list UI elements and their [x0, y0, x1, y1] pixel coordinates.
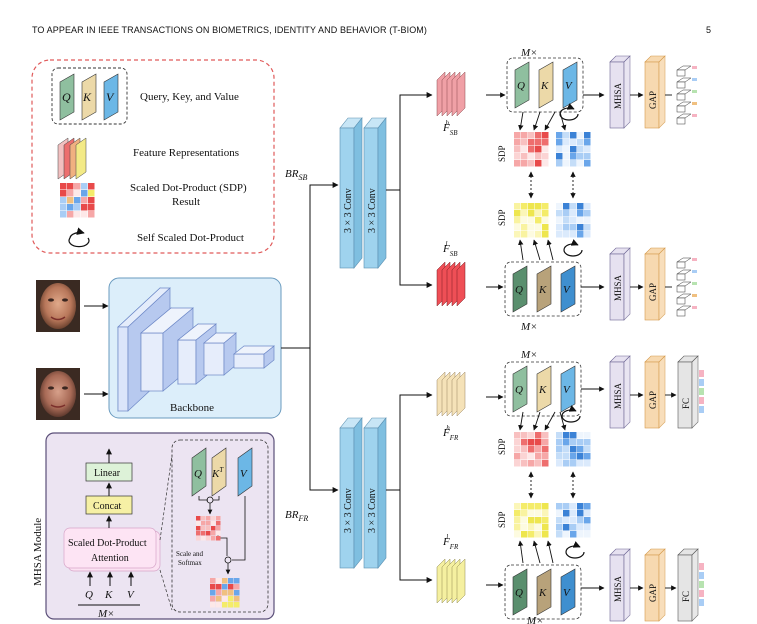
repeat-label-fr-h: M× [520, 349, 538, 361]
legend-sdp-grid-icon [60, 183, 95, 218]
mhsa-module-box: MHSA Module Linear Concat Scaled Dot-Pro… [32, 432, 275, 620]
svg-text:MHSA: MHSA [613, 82, 623, 109]
legend-k-tile: K [81, 73, 97, 121]
mhsa-module-title: MHSA Module [32, 518, 44, 586]
svg-text:V: V [240, 468, 248, 480]
feature-stack-sb-high [436, 71, 466, 117]
conv-split-arrows [386, 92, 433, 583]
svg-text:Q: Q [515, 384, 523, 396]
sdp-label-sb-l: SDP [497, 209, 507, 226]
svg-text:FC: FC [681, 398, 691, 409]
legend-qkv-label: Query, Key, and Value [140, 91, 239, 103]
conv-block-sb-2: 3 × 3 Conv [363, 117, 387, 269]
sdp-label-sb-h: SDP [497, 145, 507, 162]
journal-header-title: TO APPEAR IN IEEE TRANSACTIONS ON BIOMET… [32, 25, 427, 35]
legend-sdp-label-2: Result [172, 196, 200, 208]
inner-sdp-grid-2 [210, 578, 240, 608]
feature-stack-fr-high [436, 371, 466, 417]
svg-text:V: V [127, 589, 135, 601]
backbone-label: Backbone [170, 402, 214, 414]
f-fr-l-label: FFRl [442, 533, 459, 551]
page-header: TO APPEAR IN IEEE TRANSACTIONS ON BIOMET… [0, 0, 757, 40]
svg-text:Scale and: Scale and [176, 550, 204, 558]
page-number: 5 [706, 25, 712, 35]
legend-sdp-label-1: Scaled Dot-Product (SDP) [130, 182, 247, 194]
svg-text:V: V [565, 80, 573, 92]
svg-text:3 × 3 Conv: 3 × 3 Conv [343, 188, 354, 233]
f-sb-l-label: FSBl [442, 240, 458, 258]
svg-text:Concat: Concat [93, 501, 122, 512]
svg-text:K: K [538, 587, 547, 599]
svg-text:Scaled Dot-Product: Scaled Dot-Product [68, 538, 147, 549]
br-sb-label: BRSB [285, 168, 307, 182]
f-sb-h-label: FSBh [442, 119, 458, 137]
legend-feature-label: Feature Representations [133, 147, 239, 159]
conv-block-fr-1: 3 × 3 Conv [339, 417, 363, 569]
svg-text:V: V [563, 284, 571, 296]
svg-text:3 × 3 Conv: 3 × 3 Conv [367, 188, 378, 233]
svg-text:3 × 3 Conv: 3 × 3 Conv [367, 488, 378, 533]
sdp-label-fr-h: SDP [497, 438, 507, 455]
svg-text:V: V [106, 90, 115, 104]
svg-text:GAP: GAP [648, 91, 658, 109]
legend-q-tile: Q [59, 73, 75, 121]
svg-text:GAP: GAP [648, 391, 658, 409]
svg-text:MHSA: MHSA [613, 274, 623, 301]
svg-text:Attention: Attention [91, 553, 129, 564]
svg-text:FC: FC [681, 591, 691, 602]
svg-text:Q: Q [194, 468, 202, 480]
svg-text:V: V [563, 384, 571, 396]
svg-text:GAP: GAP [648, 584, 658, 602]
svg-text:MHSA: MHSA [613, 575, 623, 602]
svg-text:M×: M× [97, 608, 115, 620]
svg-text:K: K [540, 80, 549, 92]
inner-sdp-grid-1 [196, 516, 221, 541]
repeat-label-sb-l: M× [520, 321, 538, 333]
br-fr-label: BRFR [285, 509, 308, 523]
repeat-label-sb-h: M× [520, 47, 538, 59]
svg-text:3 × 3 Conv: 3 × 3 Conv [343, 488, 354, 533]
f-fr-h-label: FFRh [442, 424, 459, 442]
svg-text:Softmax: Softmax [178, 559, 202, 567]
svg-text:V: V [563, 587, 571, 599]
conv-block-sb-1: 3 × 3 Conv [339, 117, 363, 269]
svg-text:Q: Q [517, 80, 525, 92]
backbone-branch-arrows [281, 182, 339, 493]
sdp-attention-block [63, 527, 157, 569]
feature-stack-sb-low [436, 261, 466, 307]
svg-text:GAP: GAP [648, 283, 658, 301]
sdp-result-grids [486, 92, 605, 591]
face-image-1 [36, 280, 80, 332]
legend-box: Q K V Query, Key, and Value Feature Repr… [31, 59, 275, 254]
svg-text:K: K [82, 90, 92, 104]
svg-text:Q: Q [62, 90, 71, 104]
face-image-2 [36, 368, 80, 420]
svg-text:KT: KT [211, 466, 224, 480]
conv-block-fr-2: 3 × 3 Conv [363, 417, 387, 569]
svg-text:K: K [104, 589, 113, 601]
backbone-box: Backbone [108, 277, 282, 419]
legend-feature-icon [57, 137, 87, 180]
svg-text:MHSA: MHSA [613, 382, 623, 409]
repeat-label-fr-l: M× [526, 615, 544, 624]
svg-text:Q: Q [515, 284, 523, 296]
sdp-label-fr-l: SDP [497, 511, 507, 528]
output-heads: MHSA GAP MHSA GAP MHSA GAP FC MHSA GAP FC [609, 55, 704, 622]
self-sdp-icon [68, 227, 90, 248]
feature-stack-fr-low [436, 558, 466, 604]
svg-text:Q: Q [85, 589, 93, 601]
svg-text:K: K [538, 284, 547, 296]
legend-self-sdp-label: Self Scaled Dot-Product [137, 232, 244, 244]
svg-text:K: K [538, 384, 547, 396]
legend-v-tile: V [103, 73, 119, 121]
svg-text:Linear: Linear [94, 468, 121, 479]
svg-text:Q: Q [515, 587, 523, 599]
